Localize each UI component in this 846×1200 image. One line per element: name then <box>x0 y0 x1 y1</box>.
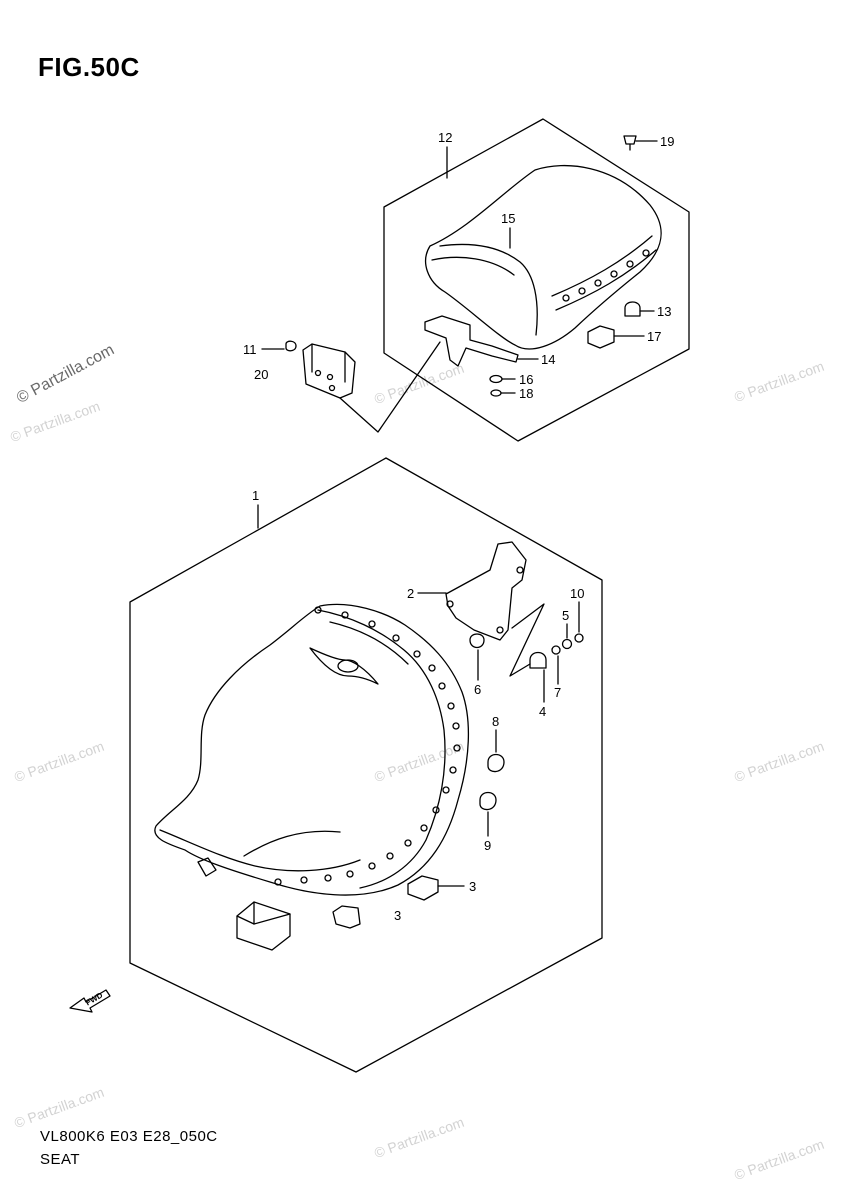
forward-direction-arrow <box>69 989 111 1013</box>
callout-20: 20 <box>254 367 268 382</box>
callout-18: 18 <box>519 386 533 401</box>
seat-emblem <box>309 647 379 685</box>
callout-3: 3 <box>394 908 401 923</box>
figure-title: FIG.50C <box>38 52 140 82</box>
callout-15: 15 <box>501 211 515 226</box>
callout-6: 6 <box>474 682 481 697</box>
rear-seat-bracket <box>424 315 519 367</box>
seat-bracket <box>445 541 527 641</box>
seat-tray <box>236 901 291 951</box>
callout-9: 9 <box>484 838 491 853</box>
figure-name: SEAT <box>40 1151 81 1168</box>
callout-5: 5 <box>562 608 569 623</box>
callout-13: 13 <box>657 304 671 319</box>
rear-seat-cushion <box>425 164 662 350</box>
front-seat-group-outline <box>129 457 603 1073</box>
front-seat-studs <box>274 606 461 886</box>
callout-19: 19 <box>660 134 674 149</box>
rear-seat-studs <box>562 249 650 302</box>
callout-8: 8 <box>492 714 499 729</box>
front-seat-cushion <box>154 603 470 896</box>
callout-4: 4 <box>539 704 546 719</box>
rear-seat-group-outline <box>383 118 690 442</box>
callout-7: 7 <box>554 685 561 700</box>
callout-1: 1 <box>252 488 259 503</box>
callout-11: 11 <box>243 342 257 357</box>
callout-12: 12 <box>438 130 452 145</box>
figure-code: VL800K6 E03 E28_050C <box>40 1128 218 1145</box>
callout-17: 17 <box>647 329 661 344</box>
callout-10: 10 <box>570 586 584 601</box>
callout-2: 2 <box>407 586 414 601</box>
callout-16: 16 <box>519 372 533 387</box>
callout-14: 14 <box>541 352 555 367</box>
callout-3: 3 <box>469 879 476 894</box>
seat-mount-bracket <box>302 343 356 399</box>
